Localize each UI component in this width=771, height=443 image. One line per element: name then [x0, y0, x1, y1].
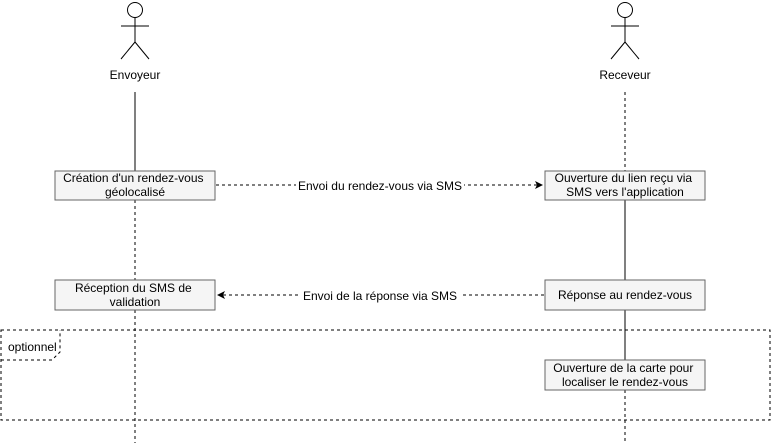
box-text-line: Réponse au rendez-vous — [558, 288, 692, 302]
stick-figure-icon — [120, 2, 150, 60]
box-validation: Réception du SMS de validation — [54, 279, 216, 311]
actor-receiver: Receveur — [599, 2, 651, 82]
svg-text:Réponse au rendez-vous: Réponse au rendez-vous — [558, 288, 692, 302]
svg-text:Création d'un rendez-vous: Création d'un rendez-vous géolocalisé — [63, 171, 207, 199]
svg-text:Ouverture du lien reçu via: Ouverture du lien reçu via SMS vers l'ap… — [555, 171, 696, 199]
box-text-line: SMS vers l'application — [566, 185, 684, 199]
box-text-line: Création d'un rendez-vous — [63, 171, 203, 185]
svg-text:Réception du SMS de vali: Réception du SMS de validation — [75, 281, 195, 309]
box-create-meeting: Création d'un rendez-vous géolocalisé — [54, 170, 216, 201]
optional-fragment: optionnel — [0, 329, 771, 421]
actor-label-sender: Envoyeur — [110, 68, 161, 82]
stick-figure-icon — [610, 2, 640, 60]
box-text-line: Ouverture du lien reçu via — [555, 171, 693, 185]
box-reply: Réponse au rendez-vous — [544, 279, 706, 311]
fragment-label: optionnel — [8, 340, 57, 354]
box-text-line: validation — [110, 295, 161, 309]
message-label-send-reply: Envoi de la réponse via SMS — [303, 289, 457, 303]
message-label-send-meeting: Envoi du rendez-vous via SMS — [298, 179, 462, 193]
box-text-line: Ouverture de la carte pour — [553, 361, 693, 375]
box-text-line: géolocalisé — [105, 185, 165, 199]
message-send-reply: Envoi de la réponse via SMS — [217, 288, 544, 303]
box-text-line: localiser le rendez-vous — [562, 375, 688, 389]
box-text-line: Réception du SMS de — [75, 281, 192, 295]
svg-text:Ouverture de la carte pour: Ouverture de la carte pour localiser le … — [553, 361, 696, 389]
message-send-meeting: Envoi du rendez-vous via SMS — [216, 178, 543, 193]
box-open-map: Ouverture de la carte pour localiser le … — [544, 359, 706, 391]
actor-label-receiver: Receveur — [599, 68, 650, 82]
box-open-link: Ouverture du lien reçu via SMS vers l'ap… — [544, 170, 706, 201]
actor-sender: Envoyeur — [110, 2, 161, 82]
